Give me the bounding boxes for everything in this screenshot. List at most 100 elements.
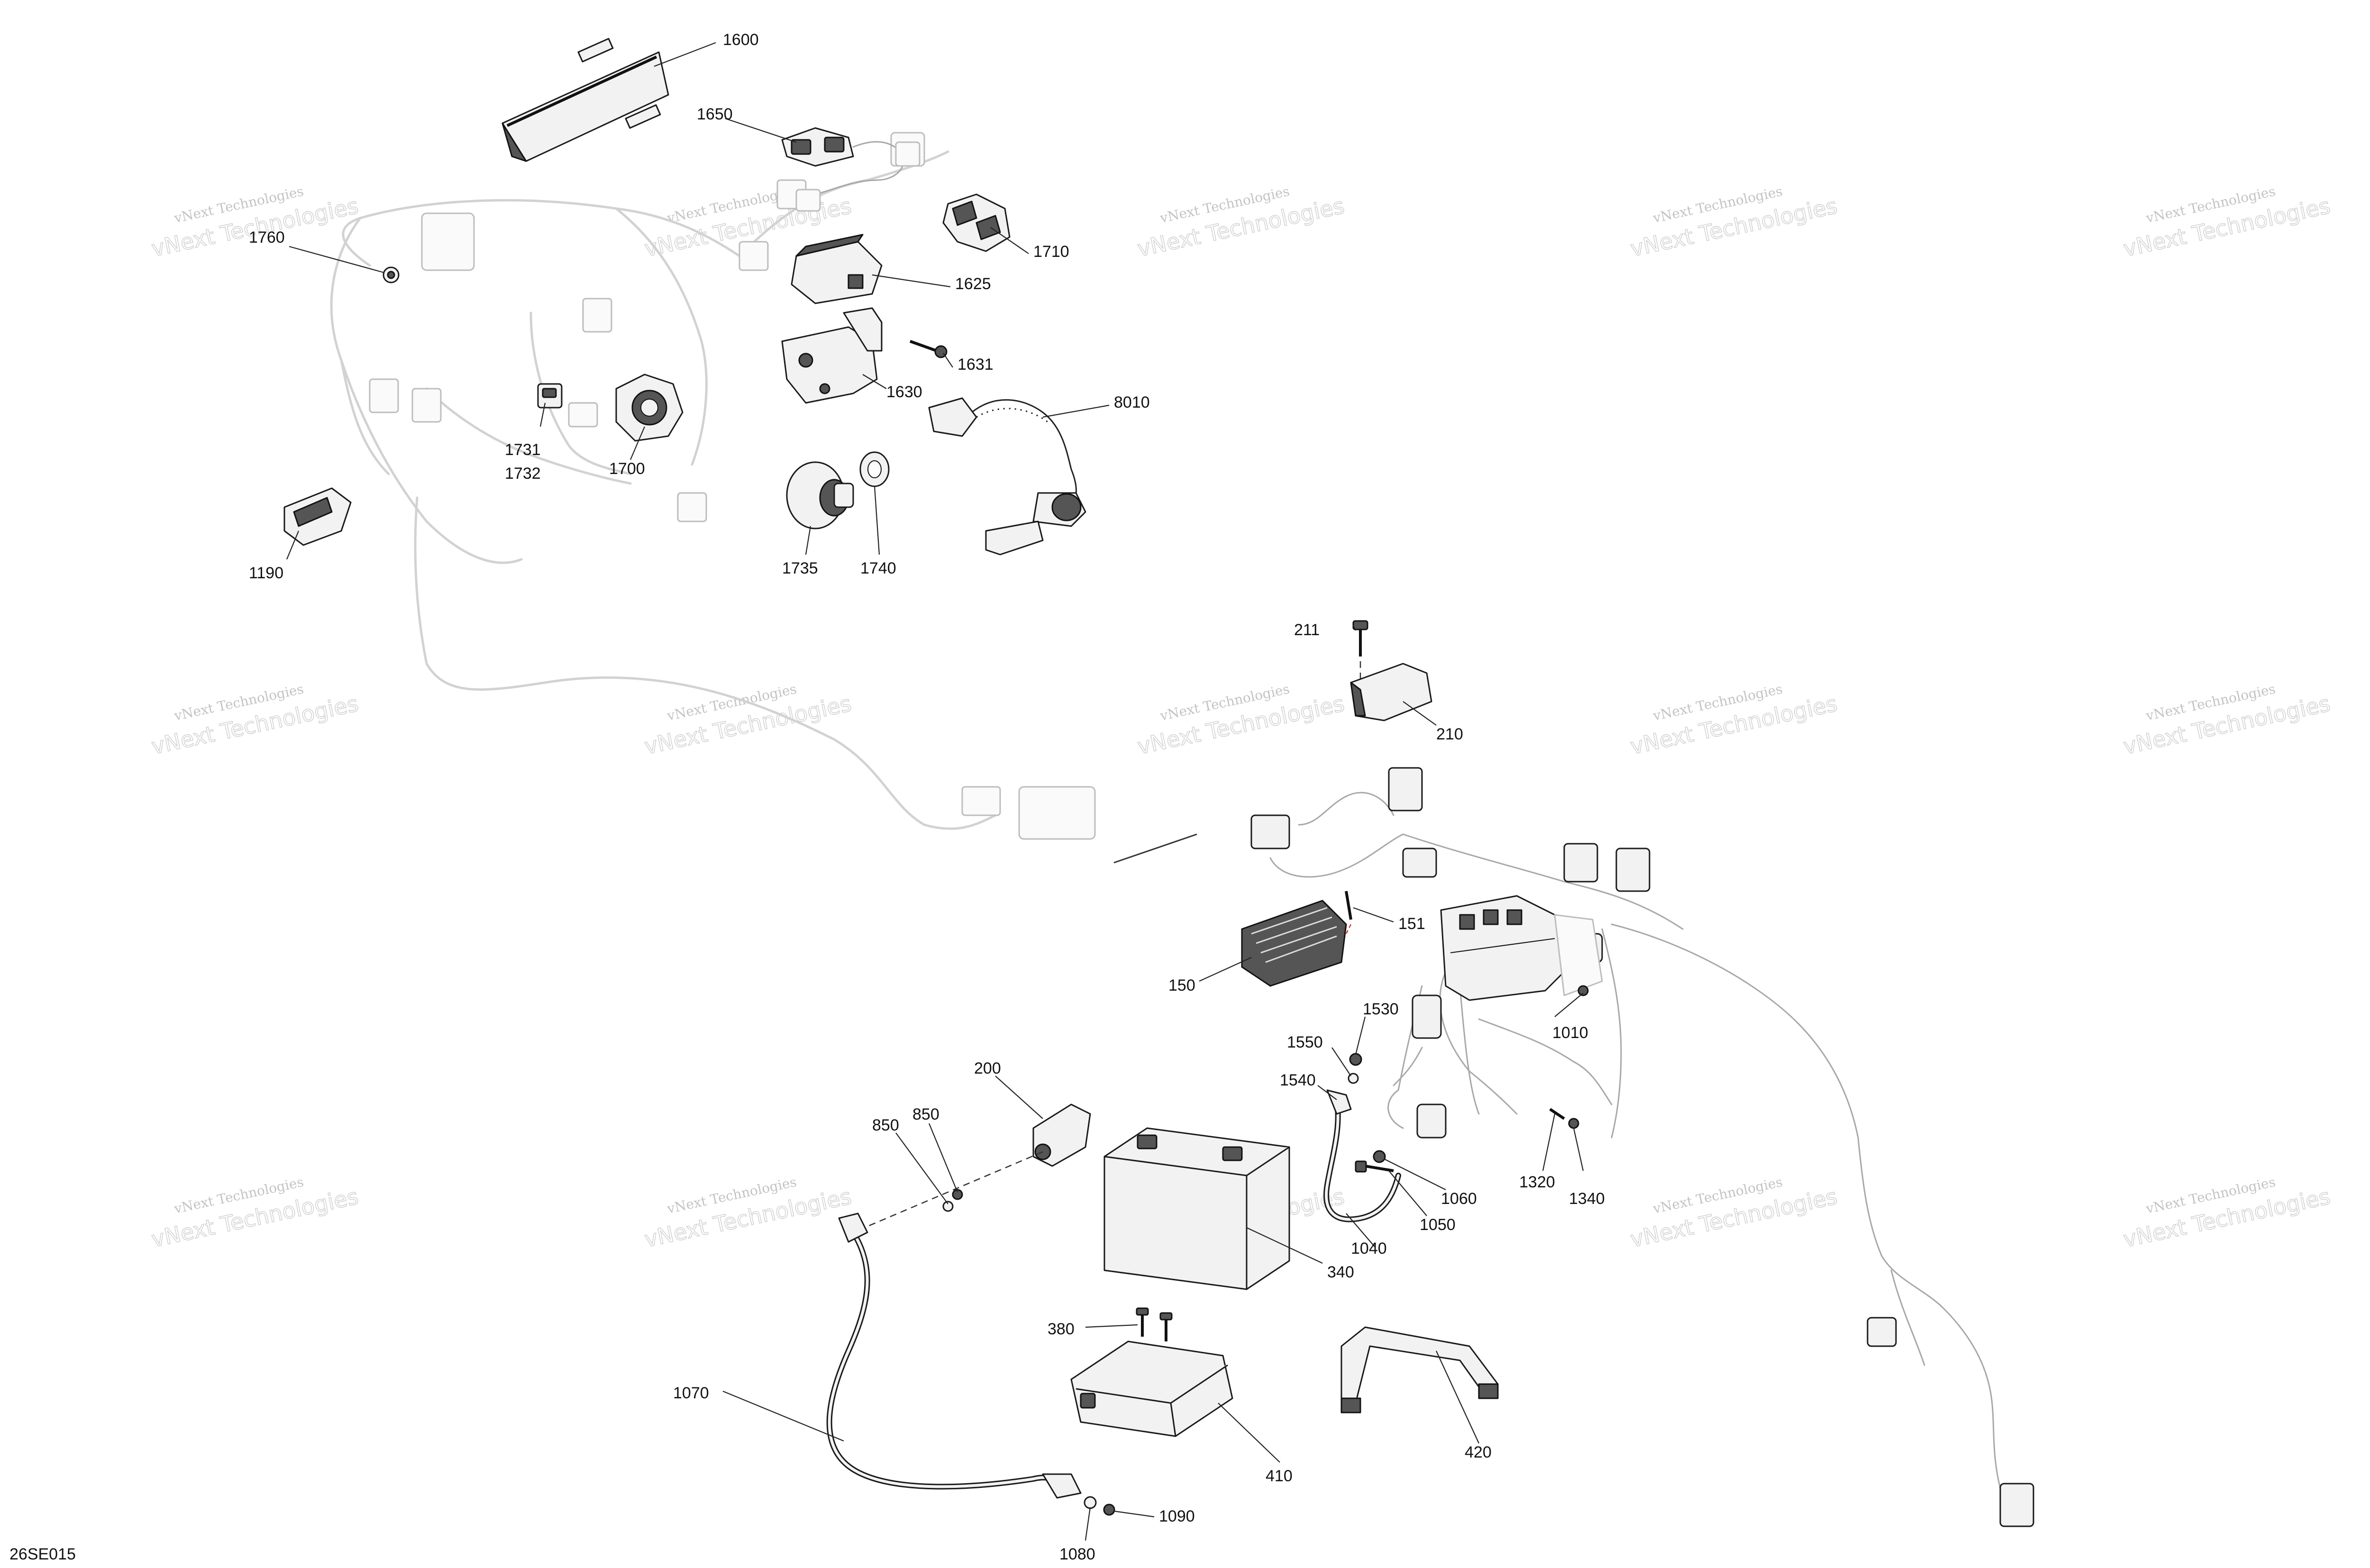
harness-connector — [1999, 1483, 2034, 1527]
callout-1550: 1550 — [1287, 1033, 1323, 1051]
callout-1320: 1320 — [1519, 1173, 1555, 1191]
harness-connector — [1563, 843, 1598, 883]
part-1540-ground-cable — [1323, 1089, 1401, 1222]
harness-connector — [1416, 1103, 1447, 1139]
main-wiring-harness — [1250, 767, 2034, 1527]
watermark: vNext Technologies vNext Technologies — [149, 1174, 361, 1253]
part-8010-tether-cord — [928, 397, 1086, 556]
part-1630-bracket — [781, 307, 883, 404]
watermark: vNext Technologies vNext Technologies — [642, 1174, 854, 1253]
harness-connector — [411, 388, 442, 423]
part-1060-nut — [1373, 1150, 1386, 1163]
watermark: vNext Technologies vNext Technologies — [2121, 681, 2333, 760]
part-210-module — [1350, 663, 1432, 721]
callout-340: 340 — [1327, 1263, 1354, 1281]
watermark-grid: vNext Technologies vNext Technologies vN… — [149, 183, 2333, 1253]
part-1320-screw — [1549, 1108, 1565, 1120]
callout-210: 210 — [1436, 725, 1463, 743]
callout-420: 420 — [1465, 1443, 1492, 1461]
callout-1070: 1070 — [673, 1384, 709, 1402]
part-410-battery-tray — [1070, 1340, 1233, 1437]
callout-1340: 1340 — [1569, 1190, 1605, 1208]
callout-200: 200 — [974, 1059, 1001, 1077]
harness-connector — [961, 786, 1001, 816]
callout-1625: 1625 — [955, 275, 991, 293]
watermark: vNext Technologies vNext Technologies — [1135, 183, 1347, 262]
harness-connector — [1018, 786, 1096, 840]
callout-1732: 1732 — [505, 465, 541, 483]
callout-1040: 1040 — [1351, 1240, 1387, 1258]
watermark: vNext Technologies vNext Technologies — [1628, 1174, 1840, 1253]
part-150-regulator — [1241, 900, 1347, 987]
fuse-box — [1440, 895, 1565, 1001]
part-1190-sensor — [283, 487, 352, 546]
callout-410: 410 — [1266, 1467, 1293, 1485]
part-340-battery — [1103, 1127, 1290, 1290]
callout-1090: 1090 — [1159, 1507, 1195, 1525]
harness-connector — [1402, 848, 1437, 878]
part-211-screw — [1352, 620, 1368, 687]
callout-1630: 1630 — [886, 383, 922, 401]
callout-850-b: 850 — [912, 1105, 939, 1123]
callout-1700: 1700 — [609, 460, 645, 478]
watermark: vNext Technologies vNext Technologies — [149, 183, 361, 262]
callout-8010: 8010 — [1114, 393, 1150, 411]
callout-150: 150 — [1168, 976, 1195, 994]
callout-1530: 1530 — [1363, 1000, 1399, 1018]
part-1631-screw — [909, 340, 948, 358]
watermark: vNext Technologies vNext Technologies — [1628, 681, 1840, 760]
part-1650-connector — [781, 127, 921, 212]
callout-1735: 1735 — [782, 559, 818, 577]
callout-1631: 1631 — [957, 356, 994, 374]
harness-connector — [1867, 1317, 1897, 1347]
callout-1060: 1060 — [1441, 1190, 1477, 1208]
part-1530-nut — [1349, 1053, 1362, 1066]
part-1010-screw — [1577, 985, 1589, 996]
watermark: vNext Technologies vNext Technologies — [1135, 681, 1347, 760]
callout-850-a: 850 — [872, 1116, 899, 1134]
callout-1600: 1600 — [723, 31, 759, 49]
part-850-washer — [942, 1201, 954, 1212]
watermark: vNext Technologies vNext Technologies — [149, 681, 361, 760]
callout-1760: 1760 — [249, 228, 285, 246]
part-1735-ignition-switch — [786, 461, 854, 529]
harness-connector — [1250, 814, 1290, 849]
figure-code: 26SE015 — [9, 1545, 76, 1563]
part-1080-washer — [1084, 1496, 1097, 1509]
callout-380: 380 — [1048, 1320, 1075, 1338]
callout-1740: 1740 — [860, 559, 896, 577]
harness-connector — [369, 378, 399, 413]
part-1740-nut — [859, 451, 890, 487]
callout-1710: 1710 — [1033, 243, 1069, 261]
part-850-nut — [952, 1189, 963, 1200]
harness-connector — [1388, 767, 1423, 811]
part-1710-switch — [942, 193, 1011, 252]
callout-151: 151 — [1398, 915, 1425, 933]
part-1050-bolt — [1355, 1160, 1394, 1173]
part-1070-battery-cable — [826, 1212, 1082, 1499]
watermark: vNext Technologies vNext Technologies — [2121, 1174, 2333, 1253]
part-1625-module — [791, 234, 883, 304]
callout-labels: 1600 1650 1710 1625 1631 1630 8010 1731 … — [249, 31, 1605, 1563]
part-1700-switch — [615, 374, 684, 442]
watermark: vNext Technologies vNext Technologies — [642, 681, 854, 760]
part-420-strap — [1340, 1326, 1499, 1413]
callout-1650: 1650 — [697, 105, 733, 123]
leader-lines — [286, 42, 1584, 1541]
callout-1080: 1080 — [1059, 1545, 1095, 1563]
part-380-screw — [1136, 1307, 1173, 1341]
harness-connector — [568, 402, 598, 428]
part-1760-grommet — [383, 266, 400, 283]
part-1340-nut — [1568, 1118, 1579, 1129]
callout-1010: 1010 — [1552, 1024, 1588, 1042]
watermark: vNext Technologies vNext Technologies — [1628, 183, 1840, 262]
part-200-solenoid — [853, 1103, 1091, 1233]
callout-1731: 1731 — [505, 441, 541, 459]
separator-line — [1113, 833, 1197, 864]
harness-connector — [1615, 848, 1650, 892]
harness-connector — [738, 241, 769, 271]
callout-211: 211 — [1294, 621, 1320, 639]
harness-connector — [1412, 994, 1442, 1039]
callout-1050: 1050 — [1420, 1216, 1456, 1234]
